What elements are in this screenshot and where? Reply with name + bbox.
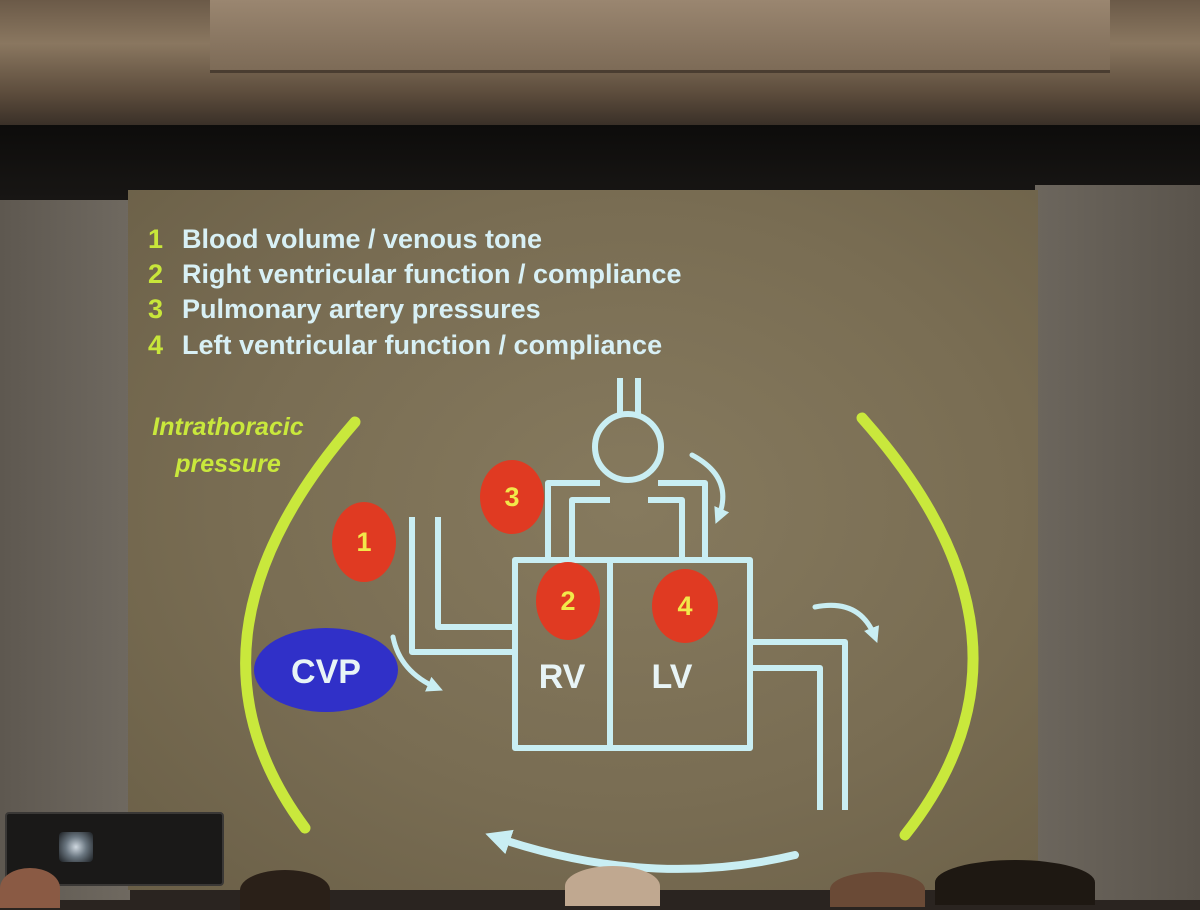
intrathoracic-label-line1: Intrathoracic <box>152 413 304 441</box>
marker-3: 3 <box>480 460 544 534</box>
inflow-arrow <box>390 634 443 692</box>
aorta-outer <box>750 639 848 810</box>
marker-2: 2 <box>536 562 600 640</box>
audience-head <box>565 866 660 906</box>
marker-4-label: 4 <box>677 591 692 621</box>
screen-margin-left <box>0 200 130 900</box>
marker-3-label: 3 <box>504 482 519 512</box>
intrathoracic-label-line2: pressure <box>174 450 281 478</box>
projector-lens-icon <box>59 832 93 862</box>
audience-head <box>935 860 1095 905</box>
list-text-4: Left ventricular function / compliance <box>182 330 662 360</box>
vena-cava-outer <box>409 517 515 655</box>
marker-4: 4 <box>652 569 718 643</box>
return-flow-arrow <box>485 829 799 873</box>
list-number-1: 1 <box>148 224 163 254</box>
list-number-4: 4 <box>148 330 163 360</box>
pulmonary-artery-outer <box>545 480 600 560</box>
list-text-3: Pulmonary artery pressures <box>182 294 541 324</box>
list-number-3: 3 <box>148 294 163 324</box>
cvp-badge: CVP <box>254 628 398 712</box>
screen-margin-right <box>1035 185 1200 900</box>
thorax-curve-left <box>240 416 361 834</box>
pulmonary-vein-inner <box>648 497 685 560</box>
pulmonary-vein-outer <box>658 480 708 560</box>
circulation-diagram <box>409 378 848 810</box>
room-ceiling <box>0 0 1200 125</box>
audience-head <box>240 870 330 910</box>
aorta-inner <box>750 665 823 810</box>
rv-label: RV <box>539 658 586 696</box>
lv-label: LV <box>652 658 693 696</box>
flow-arrows <box>390 452 880 873</box>
factor-list: 1 Blood volume / venous tone 2 Right ven… <box>148 224 682 360</box>
pulmonary-flow-arrow <box>689 452 730 524</box>
lung-circle <box>592 411 664 483</box>
aortic-flow-arrow <box>812 602 880 643</box>
audience-silhouettes <box>0 860 1200 910</box>
audience-head <box>830 872 925 907</box>
audience-head <box>0 868 60 908</box>
marker-2-label: 2 <box>560 586 575 616</box>
vena-cava-inner <box>435 517 515 630</box>
marker-1: 1 <box>332 502 396 582</box>
list-text-1: Blood volume / venous tone <box>182 224 542 254</box>
ceiling-panel <box>210 0 1110 73</box>
thorax-curve-right <box>856 412 979 841</box>
pulmonary-artery-inner <box>569 497 610 560</box>
list-number-2: 2 <box>148 259 163 289</box>
screen-bezel <box>0 125 1200 200</box>
list-text-2: Right ventricular function / compliance <box>182 259 682 289</box>
cvp-label: CVP <box>291 653 361 691</box>
marker-1-label: 1 <box>356 527 371 557</box>
